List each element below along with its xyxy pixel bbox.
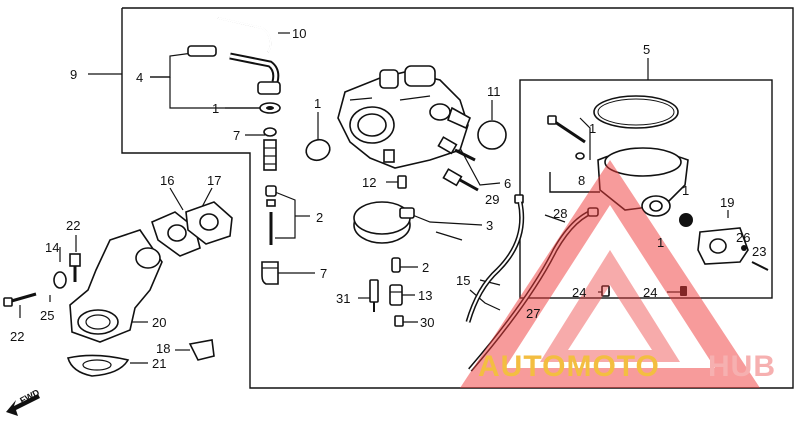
screw-12 [397,175,407,189]
callout-13: 13 [418,288,432,303]
screw-31 [369,279,379,312]
callout-25: 25 [40,308,54,323]
callout-15: 15 [456,273,470,288]
callout-24-right: 24 [643,285,657,300]
callout-2-needle: 2 [316,210,323,225]
gasket-21 [66,354,130,377]
callout-20: 20 [152,315,166,330]
needle-jet-7 [263,127,277,171]
callout-22-top: 22 [66,218,80,233]
callout-1-gasket: 1 [314,96,321,111]
bolt-14 [69,253,81,282]
callout-14: 14 [45,240,59,255]
watermark-triangle [460,160,760,388]
callout-8: 8 [578,173,585,188]
callout-30: 30 [420,315,434,330]
callout-17: 17 [207,173,221,188]
callout-9: 9 [70,67,77,82]
callout-23: 23 [752,244,766,259]
callout-27: 27 [526,306,540,321]
spring-1 [679,213,693,227]
bolt-22 [3,292,37,307]
diaphragm-gasket-5 [593,95,679,129]
float-chamber-gasket-1 [305,138,331,162]
callout-5: 5 [643,42,650,57]
vent-tube-10 [217,17,272,53]
callout-7-needle-jet: 7 [233,128,240,143]
callout-1-pump-a: 1 [589,121,596,136]
seal-washer-1 [259,102,281,114]
callout-22-bottom: 22 [10,329,24,344]
fuel-tube-4 [187,45,281,95]
callout-2-valve: 2 [422,260,429,275]
float-chamber-11 [477,120,507,150]
callout-26: 26 [736,230,750,245]
callout-29: 29 [485,192,499,207]
callout-28: 28 [553,206,567,221]
callout-12: 12 [362,175,376,190]
float-3 [353,201,463,244]
callout-18: 18 [156,341,170,356]
callout-6: 6 [504,176,511,191]
callout-10: 10 [292,26,306,41]
callout-19: 19 [720,195,734,210]
screw-8 [547,115,586,160]
clamp-18 [188,339,215,361]
piston-valve-7 [261,261,279,285]
drain-screw-30 [394,315,404,327]
forward-direction-indicator: FWD [6,387,41,416]
jet-needle-2 [265,185,277,245]
callout-1-washer: 1 [212,101,219,116]
screw-23 [751,261,769,271]
insulator-17 [185,201,233,245]
float-valve-2 [391,257,401,273]
callout-7-piston: 7 [320,266,327,281]
callout-1-spring: 1 [682,183,689,198]
callout-21: 21 [152,356,166,371]
carburetor-body [337,65,472,169]
main-jet-13 [389,284,403,306]
intake-pipe-20 [69,229,163,343]
callout-31: 31 [336,291,350,306]
watermark-text-automoto: AUTOMOTO [478,350,660,383]
callout-11: 11 [487,84,501,99]
assembly-frame [121,7,794,389]
callout-1-pump-b: 1 [657,235,664,250]
nut-25 [53,271,67,289]
watermark-text-hub: HUB [708,350,776,383]
hose-29 [465,194,525,323]
callout-3: 3 [486,218,493,233]
pump-body-19 [697,227,749,265]
callout-24-left: 24 [572,285,586,300]
watermark: AUTOMOTO HUB [460,160,776,388]
callout-labels: 9 4 1 7 10 1 2 7 12 11 6 29 3 2 15 13 31… [10,26,766,371]
pilot-screws-6 [437,136,479,192]
callout-16: 16 [160,173,174,188]
callout-4: 4 [136,70,143,85]
